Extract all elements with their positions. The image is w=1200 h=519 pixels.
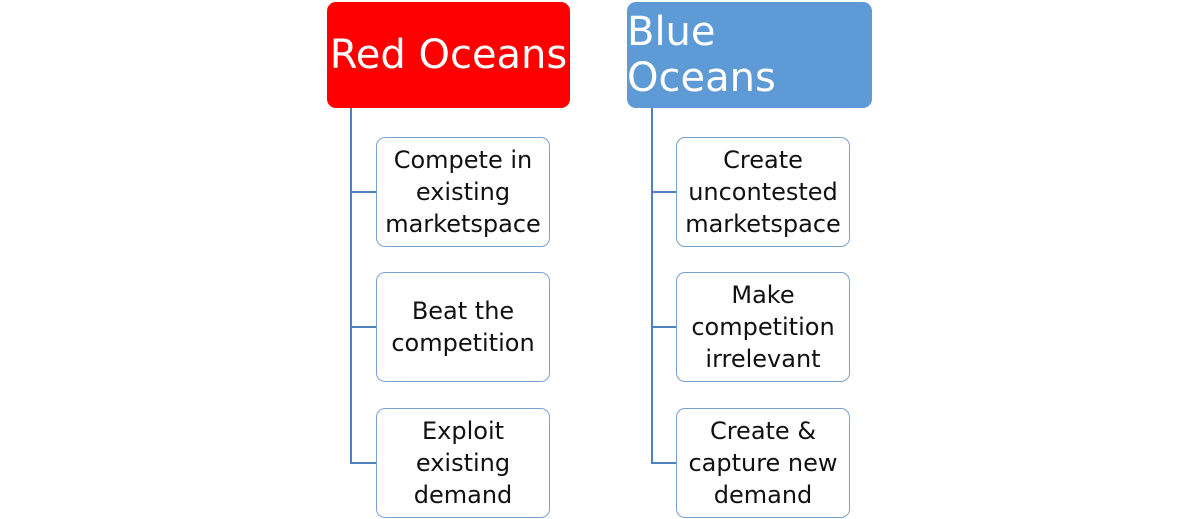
blue-oceans-trunk-connector [651,108,653,464]
red-connector-3 [350,462,376,464]
blue-connector-3 [651,462,676,464]
red-oceans-trunk-connector [350,108,352,464]
red-item-beat-competition: Beat the competition [376,272,550,382]
red-oceans-title: Red Oceans [329,32,568,78]
blue-connector-1 [651,191,676,193]
blue-oceans-title: Blue Oceans [627,9,776,101]
red-connector-2 [350,326,376,328]
blue-oceans-header: Blue Oceans [627,2,872,108]
red-item-label: Compete in existing marketspace [385,146,541,238]
red-item-label: Exploit existing demand [413,417,513,509]
blue-item-make-irrelevant: Make competition irrelevant [676,272,850,382]
blue-connector-2 [651,326,676,328]
red-oceans-header: Red Oceans [327,2,570,108]
blue-item-label: Make competition irrelevant [691,281,835,373]
red-item-exploit-demand: Exploit existing demand [376,408,550,518]
blue-item-create-capture-demand: Create & capture new demand [676,408,850,518]
red-connector-1 [350,191,376,193]
blue-item-label: Create uncontested marketspace [685,146,841,238]
blue-item-label: Create & capture new demand [688,417,838,509]
red-item-label: Beat the competition [391,297,535,357]
blue-item-create-uncontested: Create uncontested marketspace [676,137,850,247]
red-item-compete-existing: Compete in existing marketspace [376,137,550,247]
